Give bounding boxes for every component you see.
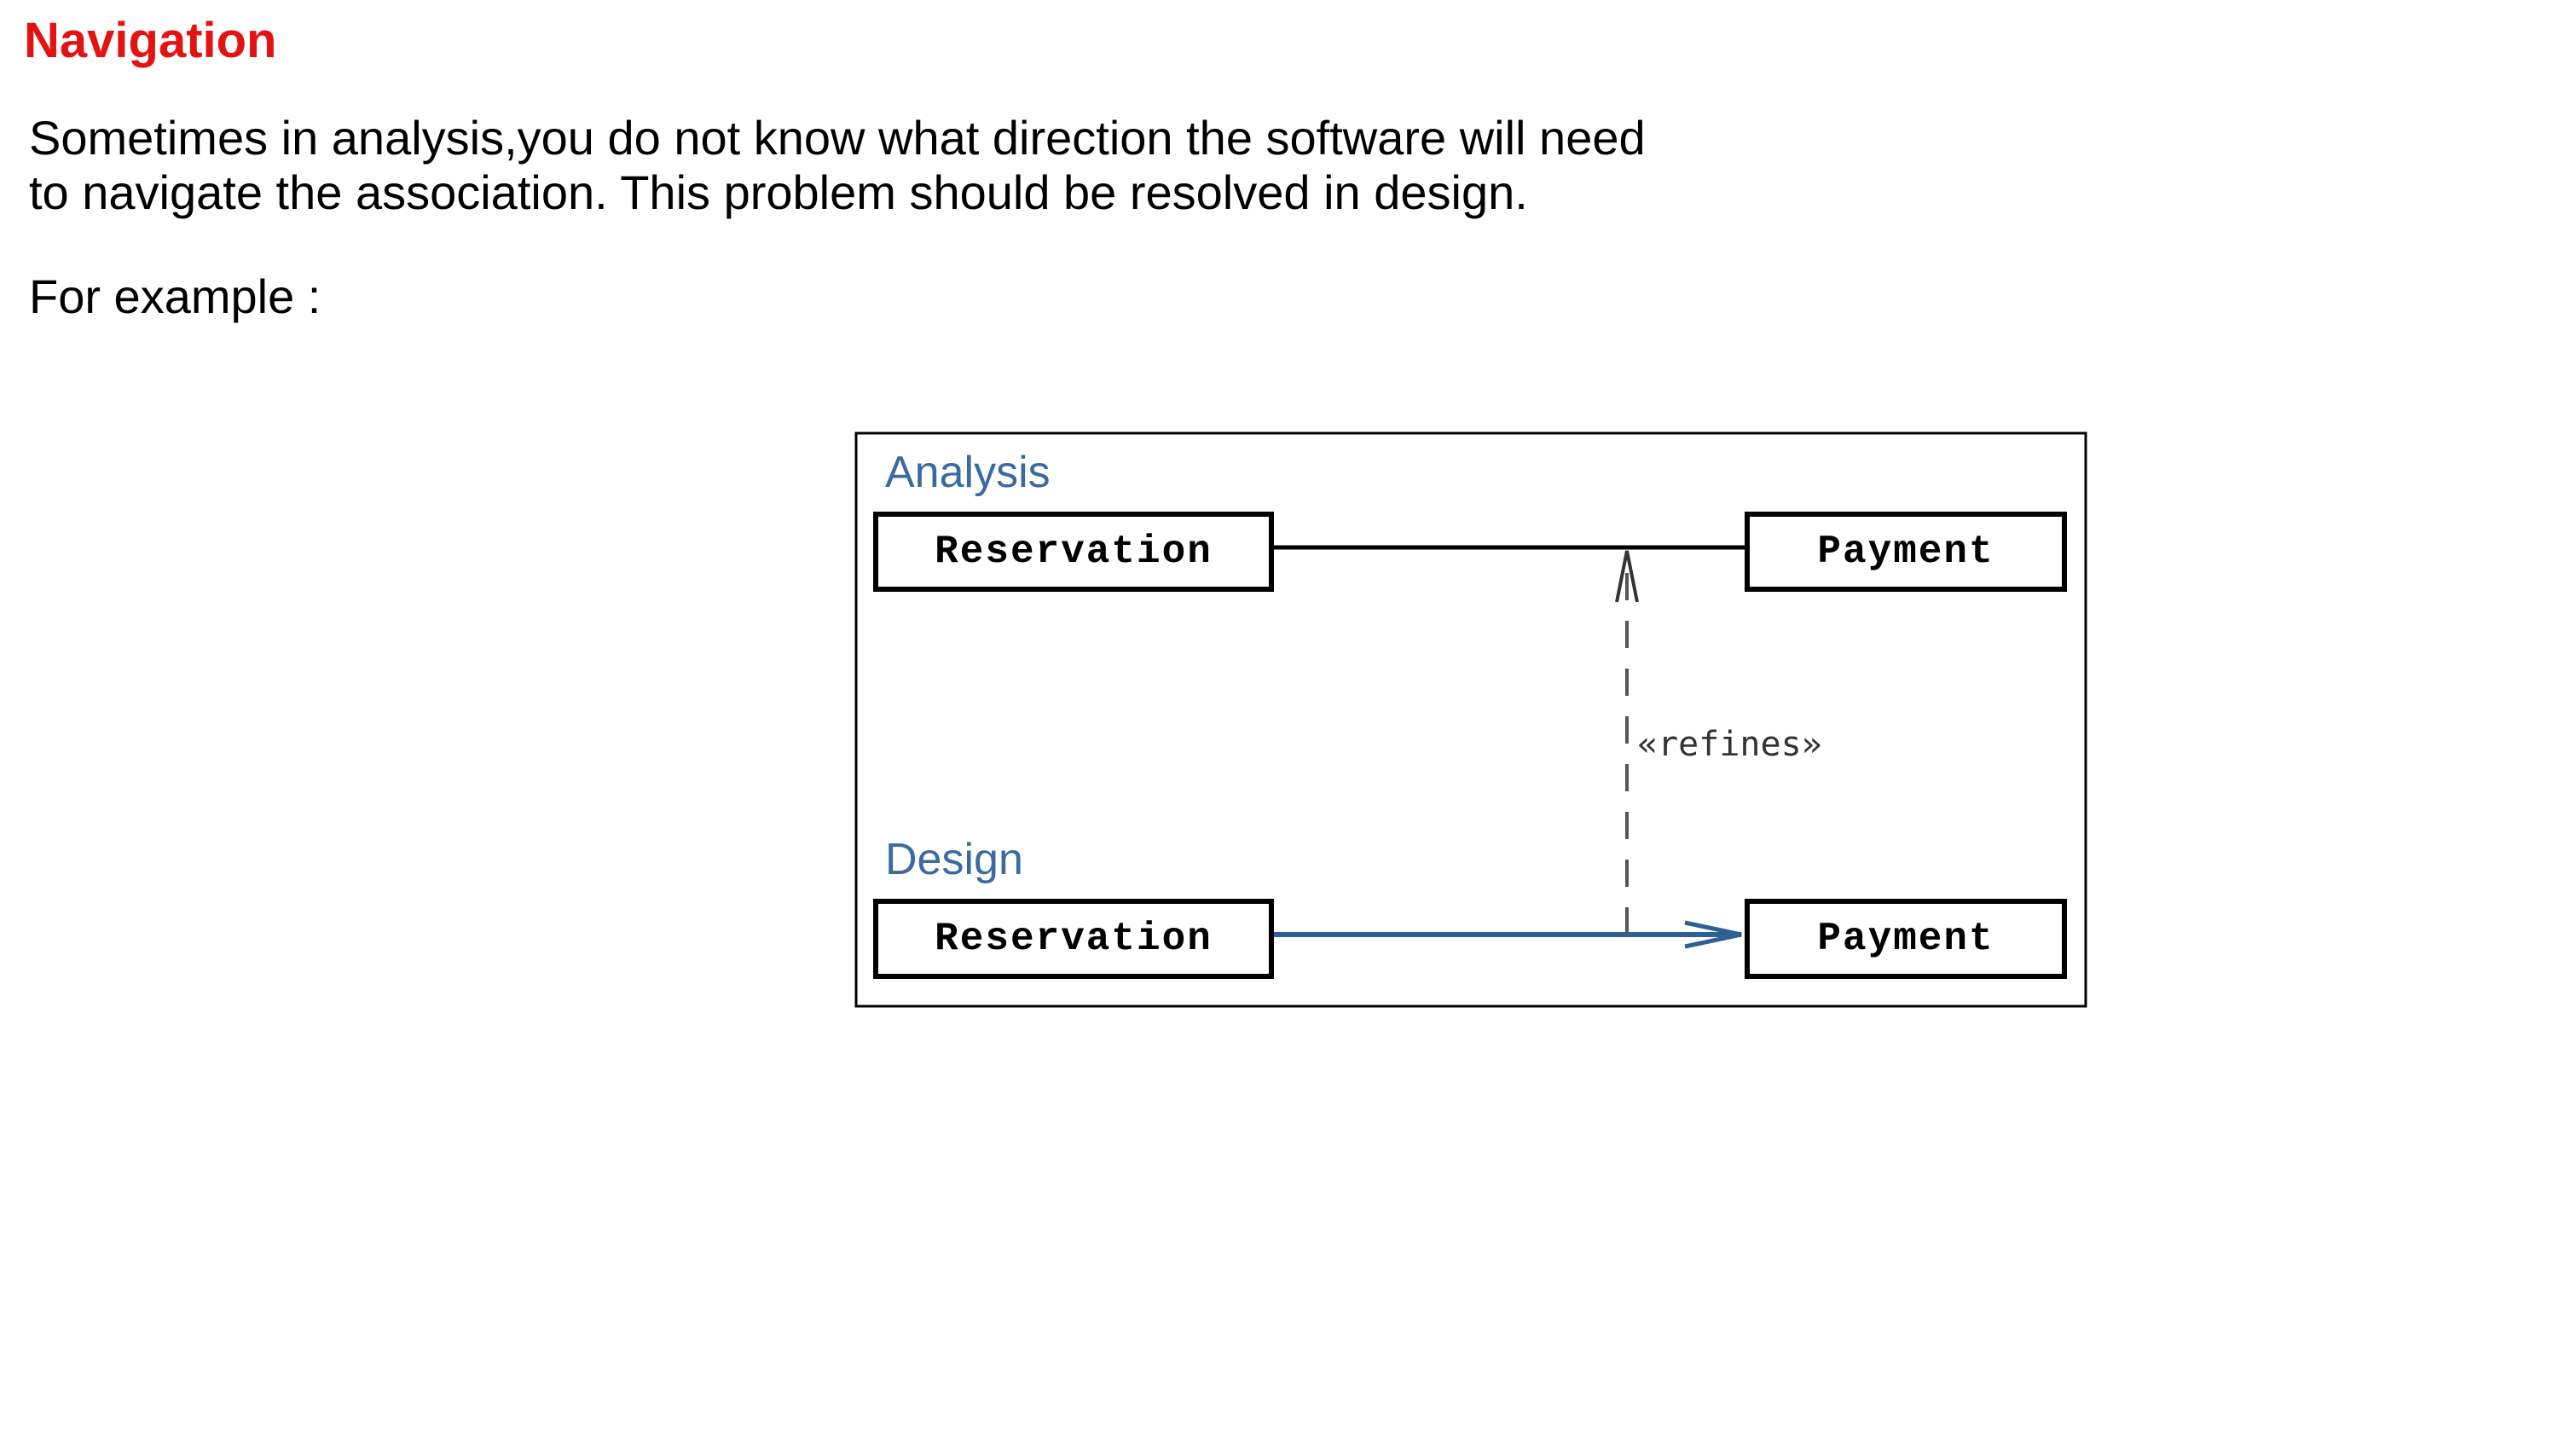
design-reservation-class: Reservation [873,899,1274,979]
design-label: Design [885,835,1023,884]
refines-dependency-arrowhead [1615,550,1639,603]
uml-diagram: Analysis Reservation Payment «refines» D… [854,431,2087,1008]
body-text-line-2: to navigate the association. This proble… [29,165,1528,219]
analysis-reservation-class: Reservation [873,512,1274,592]
uml-diagram-graphics [854,431,2087,1008]
analysis-payment-class: Payment [1745,512,2067,592]
body-text-example: For example : [29,269,321,323]
diagram-frame [854,431,2087,1008]
slide-title: Navigation [24,13,277,68]
design-payment-class: Payment [1745,899,2067,979]
body-text-line-1: Sometimes in analysis,you do not know wh… [29,111,1646,165]
analysis-label: Analysis [885,448,1051,497]
design-association-arrowhead [1684,920,1742,949]
refines-stereotype-label: «refines» [1637,725,1822,764]
